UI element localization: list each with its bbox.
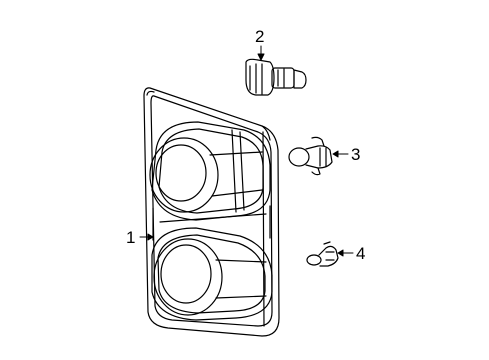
bulb-part-3 <box>288 136 333 176</box>
bulb-4-socket <box>318 245 339 267</box>
lamp-top-lip <box>146 90 271 141</box>
housing-seam <box>262 131 265 327</box>
arrow-2 <box>257 53 265 61</box>
upper-lens-outer <box>149 137 219 213</box>
lower-lens-inner <box>160 244 212 304</box>
lower-lens-outer <box>153 238 223 316</box>
upper-lamp-pod <box>149 121 271 221</box>
bulb-4-glass <box>306 254 322 266</box>
callout-3: 3 <box>351 145 360 164</box>
bulb-3-base <box>305 145 333 169</box>
lamp-divider <box>152 205 271 241</box>
bulb-socket-part <box>245 58 307 96</box>
socket-connector <box>293 69 307 89</box>
lamp-housing-outer <box>143 87 280 337</box>
lower-lamp-pod <box>151 227 273 321</box>
leader-lines <box>139 45 354 257</box>
callout-1: 1 <box>126 228 135 247</box>
tail-lamp-assembly <box>143 87 280 337</box>
bulb-3-glass <box>288 147 310 167</box>
socket-flange <box>245 58 275 96</box>
callout-4: 4 <box>356 244 365 263</box>
socket-body <box>271 67 295 89</box>
arrow-4 <box>337 249 344 257</box>
arrow-1 <box>147 233 154 241</box>
callout-2: 2 <box>255 27 264 46</box>
upper-lens-inner <box>155 144 207 202</box>
bulb-part-4 <box>306 241 339 267</box>
lamp-housing-inner <box>150 95 273 327</box>
arrow-3 <box>332 150 339 158</box>
